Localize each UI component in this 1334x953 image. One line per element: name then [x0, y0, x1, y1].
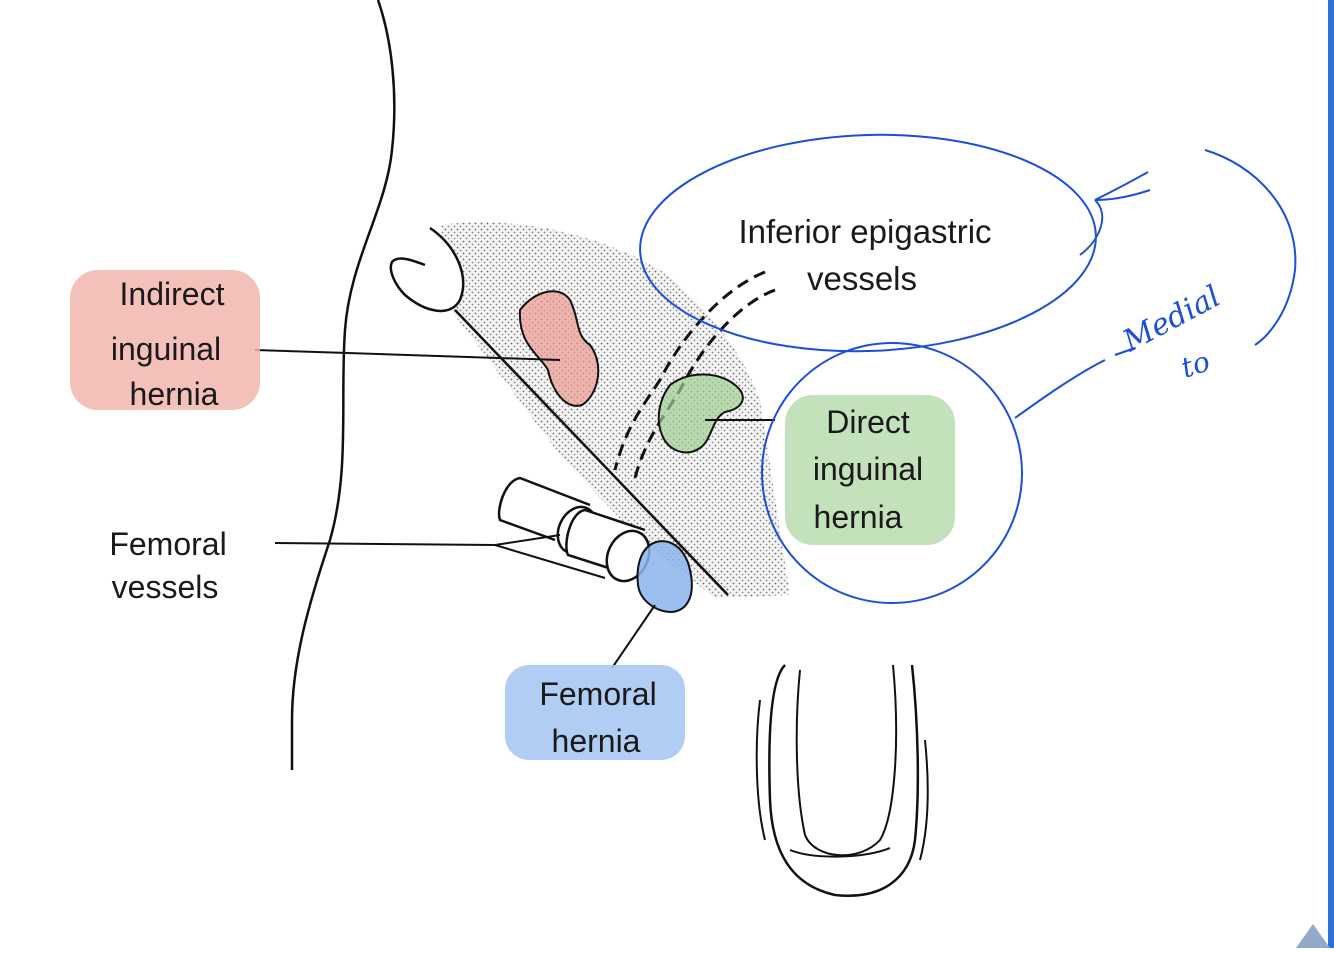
- indirect-label-line3: hernia: [130, 376, 219, 412]
- pointer-line: [1204, 149, 1297, 346]
- direct-highlight: [785, 395, 955, 545]
- handwritten-annotations: [639, 133, 1297, 604]
- direct-hernia-blob: [657, 373, 744, 454]
- direct-label: Direct inguinal hernia: [813, 404, 923, 535]
- indirect-hernia-blob: [518, 290, 600, 407]
- epigastric-circle: [639, 133, 1097, 353]
- spermatic-cord: [389, 226, 465, 313]
- indirect-label: Indirect inguinal hernia: [111, 276, 225, 412]
- genital-inner-outline: [795, 664, 898, 857]
- femoral-hernia-label-line2: hernia: [552, 723, 641, 759]
- epigastric-label-line1: Inferior epigastric: [738, 213, 991, 250]
- femoral-vessels-label-line1: Femoral: [109, 526, 226, 562]
- direct-label-line1: Direct: [826, 404, 910, 440]
- femoral-hernia-label-line1: Femoral: [539, 676, 656, 712]
- femoral-vessels-label-line2: vessels: [112, 569, 219, 605]
- femoral-vessels-leader: [274, 534, 561, 547]
- indirect-label-line2: inguinal: [111, 331, 221, 367]
- femoral-vessels-label: Femoral vessels: [109, 526, 226, 605]
- epigastric-label-line2: vessels: [807, 260, 917, 297]
- epigastric-label: Inferior epigastric vessels: [738, 213, 991, 297]
- direct-label-line2: inguinal: [813, 451, 923, 487]
- arrow-mark: [1079, 171, 1151, 256]
- direct-circle: [761, 342, 1023, 604]
- genital-outline: [768, 664, 920, 897]
- indirect-highlight: [70, 270, 260, 410]
- epigastric-vessel-1: [613, 270, 766, 471]
- indirect-leader: [254, 349, 561, 361]
- femoral-hernia-blob: [636, 540, 693, 614]
- medial-dash: [1014, 347, 1136, 419]
- side-rail: [1328, 0, 1334, 948]
- handwritten-to: to: [1177, 345, 1214, 385]
- triangle-up-icon[interactable]: [1296, 924, 1330, 948]
- body-outline: [290, 0, 396, 770]
- handwritten-medial: Medial: [1116, 279, 1226, 360]
- femoral-hernia-leader: [611, 604, 656, 669]
- femoral-hernia-label: Femoral hernia: [539, 676, 656, 759]
- direct-label-line3: hernia: [814, 499, 903, 535]
- femoral-hernia-highlight: [505, 665, 685, 760]
- indirect-label-line1: Indirect: [120, 276, 225, 312]
